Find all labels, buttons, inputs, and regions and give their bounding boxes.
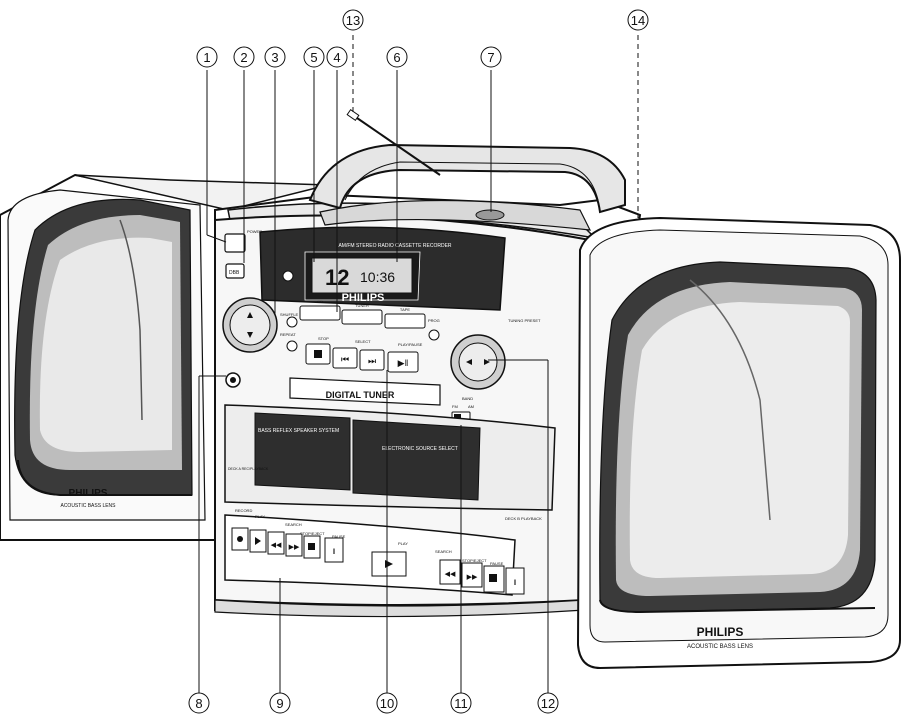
volume-knob[interactable] bbox=[222, 297, 278, 353]
callout-8: 8 bbox=[195, 696, 202, 711]
tape-label: TAPE bbox=[400, 307, 410, 312]
svg-text:▶‖: ▶‖ bbox=[398, 358, 409, 368]
repeat-button[interactable] bbox=[286, 340, 298, 352]
unit-brand: PHILIPS bbox=[342, 292, 385, 304]
svg-text:‖: ‖ bbox=[333, 549, 336, 556]
callout-lines bbox=[198, 35, 639, 695]
power-label: POWER bbox=[247, 229, 262, 234]
callout-3: 3 bbox=[271, 50, 278, 65]
callout-6: 6 bbox=[393, 50, 400, 65]
search-label-a: SEARCH bbox=[285, 522, 302, 527]
callout-4: 4 bbox=[333, 50, 340, 65]
band-label: BAND bbox=[462, 396, 473, 401]
tuning-preset-label: TUNING PRESET bbox=[508, 318, 541, 323]
cd-source-button[interactable] bbox=[299, 305, 341, 321]
digital-tuner-label: DIGITAL TUNER bbox=[326, 390, 395, 400]
select-label: SELECT bbox=[355, 339, 371, 344]
cd-play-pause-button[interactable] bbox=[387, 351, 419, 373]
svg-text:⏭: ⏭ bbox=[368, 356, 376, 366]
callout-12: 12 bbox=[541, 696, 555, 711]
prog-button[interactable] bbox=[428, 329, 440, 341]
dbb-button[interactable] bbox=[225, 263, 245, 279]
callout-13: 13 bbox=[346, 13, 360, 28]
dbb-label: DBB bbox=[229, 270, 240, 276]
shuffle-label: SHUFFLE bbox=[280, 312, 299, 317]
display-time: 10:36 bbox=[360, 269, 395, 285]
tuning-knob[interactable] bbox=[450, 334, 506, 390]
main-unit: AM/FM STEREO RADIO CASSETTE RECORDER 12 … bbox=[214, 108, 642, 618]
cd-label: CD bbox=[317, 299, 323, 304]
tape-source-button[interactable] bbox=[384, 313, 426, 329]
right-speaker: PHILIPS ACOUSTIC BASS LENS bbox=[576, 216, 901, 670]
callout-2: 2 bbox=[240, 50, 247, 65]
electronic-source-label: ELECTRONIC SOURCE SELECT bbox=[382, 446, 458, 452]
left-speaker-brand: PHILIPS bbox=[69, 488, 108, 499]
play-label-b: PLAY bbox=[398, 541, 408, 546]
right-speaker-brand: PHILIPS bbox=[697, 625, 744, 639]
tuner-label: TUNER bbox=[355, 303, 369, 308]
pause-label-b: PAUSE bbox=[490, 561, 504, 566]
callouts: 1 2 3 5 4 6 7 13 14 8 9 10 11 12 bbox=[188, 9, 649, 714]
next-button[interactable] bbox=[359, 349, 385, 371]
left-speaker: PHILIPS ACOUSTIC BASS LENS bbox=[0, 173, 329, 541]
rewind-button-b[interactable] bbox=[439, 559, 461, 585]
callout-1: 1 bbox=[203, 50, 210, 65]
tuner-source-button[interactable] bbox=[341, 309, 383, 325]
callout-11: 11 bbox=[454, 696, 468, 711]
radio-cassette-label: AM/FM STEREO RADIO CASSETTE RECORDER bbox=[338, 243, 451, 249]
svg-text:◀◀: ◀◀ bbox=[271, 542, 282, 549]
callout-14: 14 bbox=[631, 13, 645, 28]
play-pause-label: PLAY/PAUSE bbox=[398, 342, 423, 347]
pause-button-b[interactable] bbox=[505, 567, 525, 595]
cd-lid-button[interactable] bbox=[475, 209, 505, 221]
shuffle-button[interactable] bbox=[286, 316, 298, 328]
svg-text:⏮: ⏮ bbox=[341, 354, 349, 364]
lcd-display bbox=[311, 257, 413, 294]
repeat-label: REPEAT bbox=[280, 332, 296, 337]
deck-a-label: DECK A REC/PLAYBACK bbox=[228, 467, 269, 471]
search-label-b: SEARCH bbox=[435, 549, 452, 554]
ffwd-button-a[interactable] bbox=[285, 533, 303, 557]
play-label-a: PLAY bbox=[255, 514, 265, 519]
stop-eject-label-a: STOP/EJECT bbox=[300, 531, 325, 536]
bass-reflex-label: BASS REFLEX SPEAKER SYSTEM bbox=[258, 428, 339, 434]
am-label: AM bbox=[468, 404, 474, 409]
ir-sensor bbox=[282, 270, 294, 282]
callout-9: 9 bbox=[276, 696, 283, 711]
svg-text:▶▶: ▶▶ bbox=[289, 544, 300, 551]
prev-button[interactable] bbox=[332, 347, 358, 369]
pause-button-a[interactable] bbox=[324, 537, 344, 563]
callout-7: 7 bbox=[487, 50, 494, 65]
deck-b-label: DECK B PLAYBACK bbox=[505, 516, 542, 521]
power-button[interactable] bbox=[224, 233, 246, 253]
pause-label-a: PAUSE bbox=[332, 534, 346, 539]
right-speaker-label: ACOUSTIC BASS LENS bbox=[687, 644, 753, 650]
stop-eject-label-b: STOP/EJECT bbox=[462, 558, 487, 563]
callout-10: 10 bbox=[380, 696, 394, 711]
ffwd-button-b[interactable] bbox=[461, 562, 483, 588]
antenna bbox=[356, 117, 441, 176]
fm-label: FM bbox=[452, 404, 458, 409]
callout-5: 5 bbox=[310, 50, 317, 65]
left-speaker-label: ACOUSTIC BASS LENS bbox=[60, 503, 116, 509]
record-label: RECORD bbox=[235, 508, 252, 513]
svg-text:‖: ‖ bbox=[514, 580, 517, 587]
rewind-button-a[interactable] bbox=[267, 531, 285, 555]
svg-text:▶▶: ▶▶ bbox=[467, 574, 478, 581]
svg-text:◀◀: ◀◀ bbox=[445, 571, 456, 578]
stop-label: STOP bbox=[318, 336, 329, 341]
prog-label: PROG bbox=[428, 318, 440, 323]
